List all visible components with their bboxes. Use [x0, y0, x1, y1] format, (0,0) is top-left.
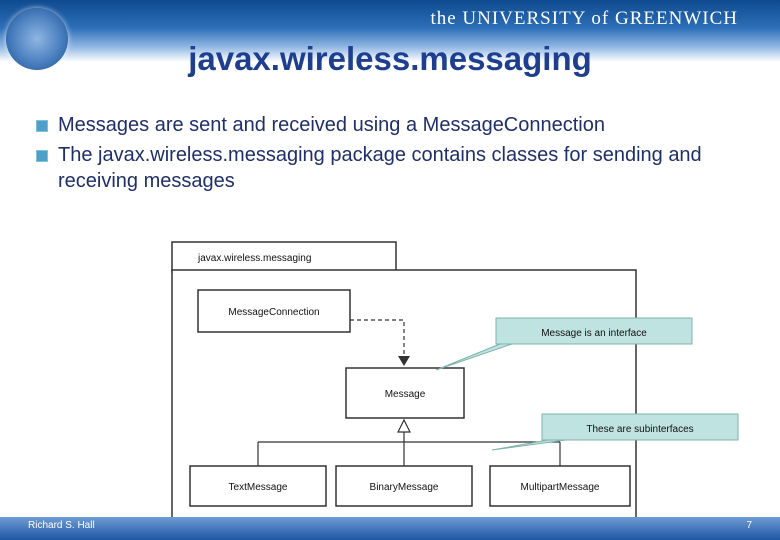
- footer-band: [0, 517, 780, 540]
- footer-author: Richard S. Hall: [28, 520, 95, 531]
- bullet-text: The javax.wireless.messaging package con…: [58, 144, 702, 192]
- university-crest-logo: [6, 8, 68, 70]
- bullet-text: Messages are sent and received using a M…: [58, 114, 605, 136]
- dependency-arrow: [350, 319, 405, 362]
- message-class: [345, 367, 465, 419]
- interface-callout-text: Message is an interface: [541, 328, 647, 339]
- multipart-message-label: MultipartMessage: [521, 482, 600, 493]
- header-band: [0, 0, 780, 62]
- message-connection-class: [197, 289, 351, 333]
- package-tab: [171, 241, 397, 273]
- package-name: javax.wireless.messaging: [197, 253, 311, 264]
- slide-number: 7: [746, 520, 752, 531]
- message-label: Message: [385, 389, 426, 400]
- text-message-label: TextMessage: [229, 482, 288, 493]
- binary-message-class: [335, 465, 473, 507]
- message-connection-label: MessageConnection: [228, 307, 319, 318]
- interface-callout: [495, 317, 693, 345]
- multipart-message-class: [489, 465, 631, 507]
- bullet-square-icon: [36, 120, 48, 132]
- bullet-item: The javax.wireless.messaging package con…: [36, 142, 736, 194]
- bullet-square-icon: [36, 150, 48, 162]
- bullet-item: Messages are sent and received using a M…: [36, 112, 736, 138]
- dependency-arrowhead: [398, 356, 410, 366]
- subinterfaces-callout: [541, 413, 739, 441]
- slide-title: javax.wireless.messaging: [188, 40, 592, 77]
- text-message-class: [189, 465, 327, 507]
- subinterfaces-callout-text: These are subinterfaces: [586, 424, 693, 435]
- bullet-list: Messages are sent and received using a M…: [36, 112, 736, 198]
- binary-message-label: BinaryMessage: [370, 482, 439, 493]
- university-name: the UNIVERSITY of GREENWICH: [430, 8, 738, 29]
